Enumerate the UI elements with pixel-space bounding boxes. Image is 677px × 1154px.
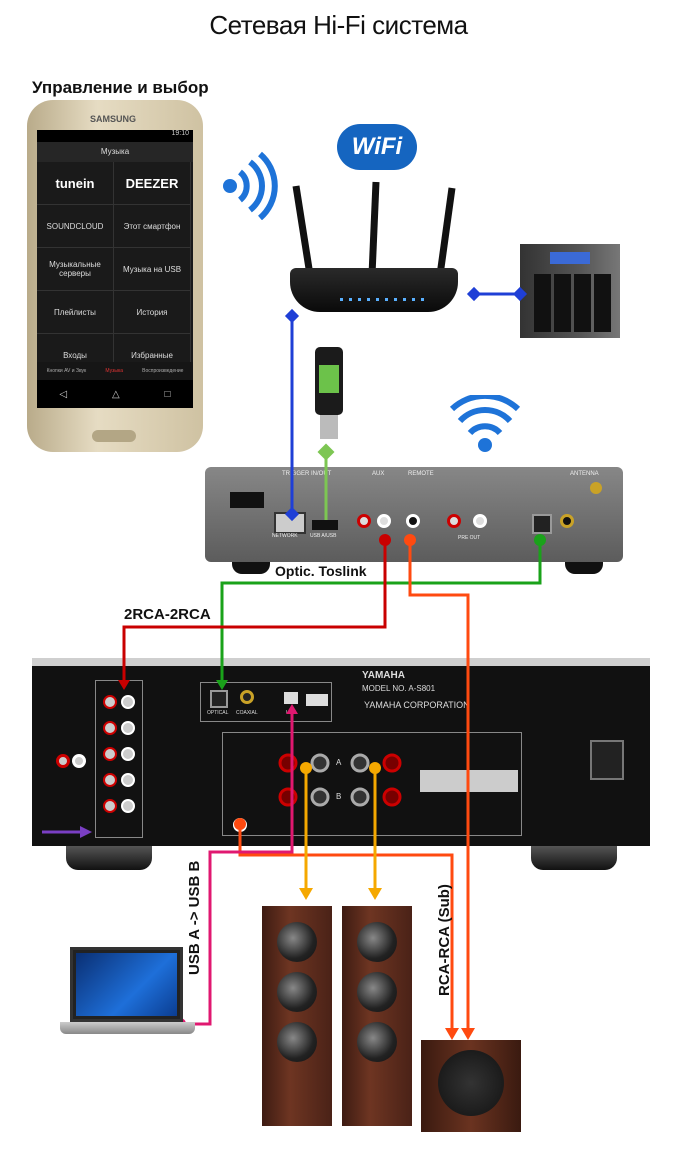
antenna-port <box>590 482 602 494</box>
speaker-terminals-panel <box>222 732 522 836</box>
speaker-driver <box>357 1022 397 1062</box>
speaker-right <box>342 906 412 1126</box>
tile-deezer[interactable]: DEEZER <box>114 162 191 205</box>
usb-port <box>312 520 338 530</box>
remote-jack <box>406 514 420 528</box>
laptop <box>70 947 183 1022</box>
speaker-driver <box>277 972 317 1012</box>
speaker-left <box>262 906 332 1126</box>
label-optical: OPTICAL <box>207 710 229 716</box>
speaker-driver <box>277 1022 317 1062</box>
speakers-a-label: A <box>336 758 342 767</box>
aux-jack-l <box>377 514 391 528</box>
amp-model: MODEL NO. A-S801 <box>362 684 436 693</box>
rca-cable <box>122 540 387 686</box>
phono-jack-l <box>72 754 86 768</box>
coax-out-jack <box>560 514 574 528</box>
port-label-preout: PRE OUT <box>458 535 481 541</box>
phone-brand: SAMSUNG <box>90 114 137 124</box>
ac-inlet <box>590 740 624 780</box>
router-leds <box>340 298 430 301</box>
digital-inputs-panel <box>200 682 332 722</box>
tile-soundcloud[interactable]: SOUNDCLOUD <box>37 205 114 248</box>
port-label-usb: USB A/USB <box>310 533 337 539</box>
yamaha-amplifier <box>32 658 650 846</box>
control-label: Управление и выбор <box>32 78 209 97</box>
section-remote: REMOTE <box>408 471 434 477</box>
nas-drive-bays <box>534 274 611 332</box>
wifi-icon <box>450 395 520 452</box>
page-title: Сетевая Hi-Fi система <box>209 10 468 40</box>
amp-brand: YAMAHA <box>362 670 405 681</box>
phone-screen: 19:10 Музыка tunein DEEZER SOUNDCLOUD Эт… <box>37 130 193 408</box>
speakers-b-label: B <box>336 792 342 801</box>
pre-out-r <box>447 514 461 528</box>
laptop-base <box>60 1022 195 1034</box>
phone-home-button <box>92 430 136 442</box>
phono-jack-r <box>56 754 70 768</box>
amp-optical-in <box>210 690 228 708</box>
app-header: Музыка <box>37 142 193 162</box>
amp-usb-b-in <box>284 692 298 704</box>
tile-playlists[interactable]: Плейлисты <box>37 291 114 334</box>
optical-cable <box>220 540 542 686</box>
subwoofer-driver <box>438 1050 504 1116</box>
tile-this-phone[interactable]: Этот смартфон <box>114 205 191 248</box>
wireless-signal-icon <box>223 151 278 220</box>
speaker-driver <box>357 922 397 962</box>
speaker-driver <box>357 972 397 1012</box>
amp-usb-port <box>306 694 328 706</box>
optical-out-port <box>532 514 552 534</box>
tile-tunein[interactable]: tunein <box>37 162 114 205</box>
usb-flash-drive <box>315 347 343 439</box>
line-input-jacks <box>103 695 135 813</box>
sub-cable-amp <box>238 824 454 1036</box>
home-icon[interactable]: △ <box>111 388 120 400</box>
streamer-foot <box>565 562 603 574</box>
amp-coax-in <box>240 690 254 704</box>
pre-out-l <box>473 514 487 528</box>
wifi-logo-icon: WiFi <box>337 124 417 170</box>
label-coaxial: COAXIAL <box>236 710 258 716</box>
dc-in-port <box>230 492 264 508</box>
section-aux: AUX <box>372 471 385 477</box>
optical-label: Optic. Toslink <box>275 563 367 579</box>
rca-label: 2RCA-2RCA <box>124 606 211 623</box>
phono-panel <box>48 728 88 808</box>
app-title: Музыка <box>100 147 130 156</box>
recents-icon[interactable]: □ <box>164 388 171 400</box>
router-antennas <box>292 181 456 276</box>
amp-foot <box>531 846 617 870</box>
nas-display <box>550 252 590 264</box>
speaker-driver <box>277 922 317 962</box>
tab-playback[interactable]: Воспроизведение <box>142 368 184 374</box>
rca-sub-label: RCA-RCA (Sub) <box>436 884 453 996</box>
android-navbar: ◁ △ □ <box>37 380 193 408</box>
streamer-foot <box>232 562 270 574</box>
laptop-desktop <box>76 953 177 1016</box>
bottom-tabs: Кнопки AV и Звук Музыка Воспроизведение <box>37 362 193 380</box>
aux-jack-r <box>357 514 371 528</box>
section-trigger: TRIGGER IN/OUT <box>282 471 332 477</box>
amp-foot <box>66 846 152 870</box>
tile-history[interactable]: История <box>114 291 191 334</box>
tile-music-servers[interactable]: Музыкальные серверы <box>37 248 114 291</box>
tab-music[interactable]: Музыка <box>105 368 124 374</box>
sub-cable-streamer <box>408 540 470 1036</box>
tile-usb-music[interactable]: Музыка на USB <box>114 248 191 291</box>
tile-grid: tunein DEEZER SOUNDCLOUD Этот смартфон М… <box>37 162 193 377</box>
usb-label: USB A -> USB B <box>186 860 203 975</box>
back-icon[interactable]: ◁ <box>59 388 68 400</box>
tab-av[interactable]: Кнопки AV и Звук <box>46 368 87 374</box>
section-antenna: ANTENNA <box>570 471 599 477</box>
status-bar: 19:10 <box>37 130 193 142</box>
port-label-network: NETWORK <box>272 533 298 539</box>
usb-laptop-cable <box>180 708 294 1026</box>
wifi-router <box>290 268 458 312</box>
amp-company: YAMAHA CORPORATION <box>364 700 470 710</box>
